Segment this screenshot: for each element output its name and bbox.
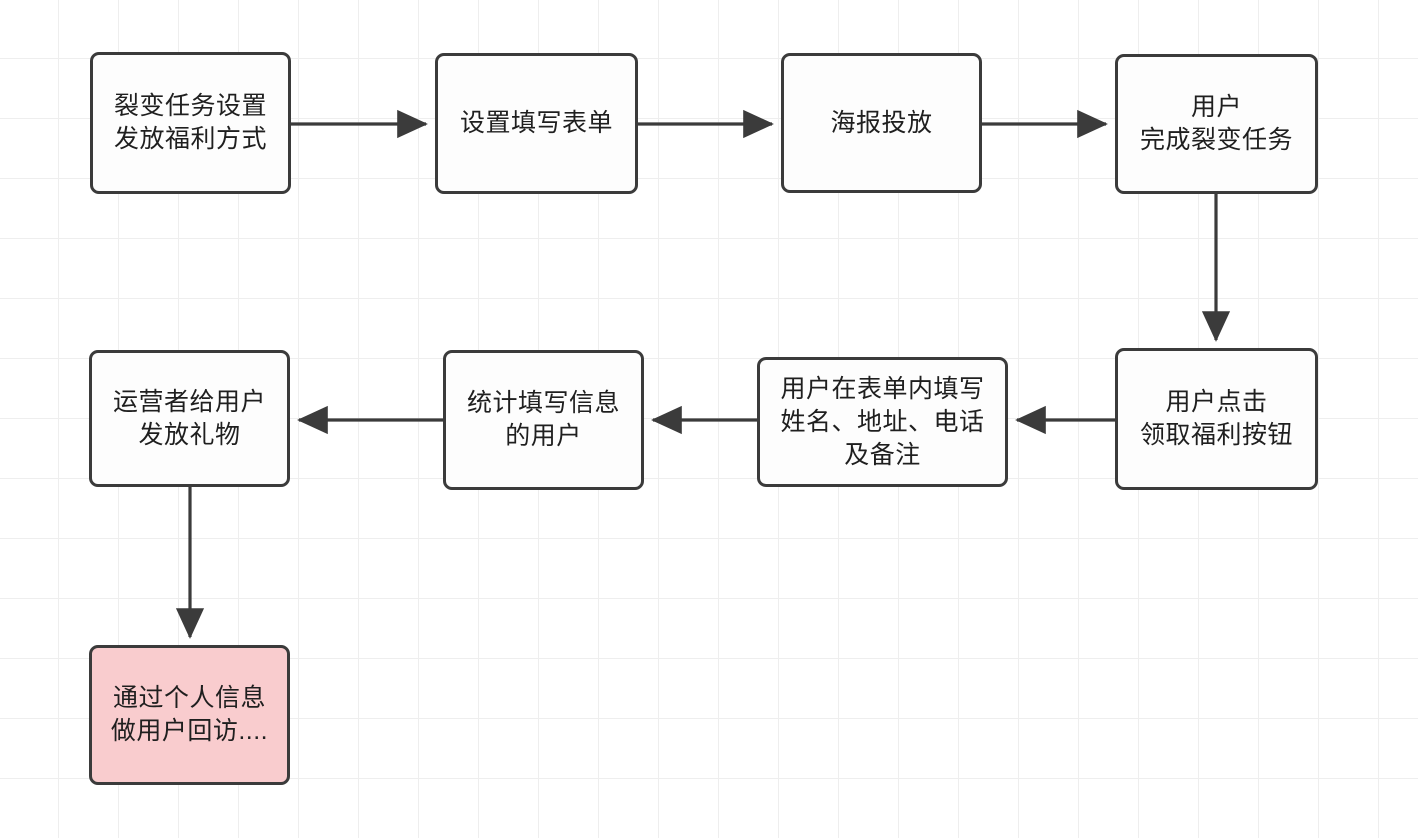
node-setup-form[interactable]: 设置填写表单 (435, 53, 638, 194)
node-fission-task-setup[interactable]: 裂变任务设置 发放福利方式 (90, 52, 291, 194)
node-label: 用户在表单内填写 姓名、地址、电话 及备注 (780, 374, 985, 469)
node-label: 运营者给用户 发放礼物 (112, 387, 266, 449)
node-label: 用户 完成裂变任务 (1139, 93, 1293, 154)
node-label: 统计填写信息 的用户 (466, 389, 620, 450)
node-user-fills-form[interactable]: 用户在表单内填写 姓名、地址、电话 及备注 (757, 357, 1008, 487)
node-label: 裂变任务设置 发放福利方式 (113, 92, 267, 153)
node-followup-visit[interactable]: 通过个人信息 做用户回访.... (89, 645, 290, 785)
node-operator-sends-gift[interactable]: 运营者给用户 发放礼物 (89, 350, 290, 487)
node-collect-user-info[interactable]: 统计填写信息 的用户 (443, 350, 644, 490)
node-label: 设置填写表单 (459, 109, 613, 137)
node-user-completes-task[interactable]: 用户 完成裂变任务 (1115, 54, 1318, 194)
node-user-clicks-claim-button[interactable]: 用户点击 领取福利按钮 (1115, 348, 1318, 490)
node-label: 海报投放 (830, 108, 933, 137)
node-label: 用户点击 领取福利按钮 (1139, 388, 1293, 449)
node-poster-distribution[interactable]: 海报投放 (781, 53, 982, 193)
node-label: 通过个人信息 做用户回访.... (110, 684, 269, 745)
